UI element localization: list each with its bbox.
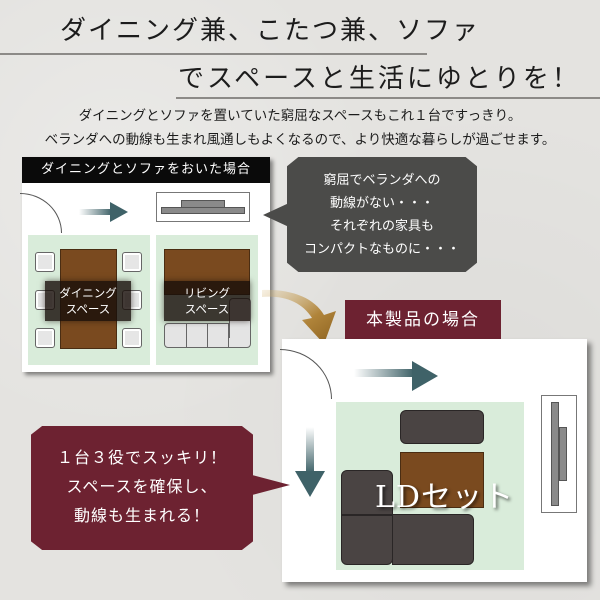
headline-line-1: ダイニング兼、こたつ兼、ソファ xyxy=(60,16,481,46)
maroon-bubble-tail xyxy=(252,475,290,495)
maroon-bubble-line-3: 動線も生まれる！ xyxy=(73,506,210,525)
ld-table-icon xyxy=(400,452,484,508)
chair-icon xyxy=(35,252,55,272)
gray-bubble-tail xyxy=(263,203,289,227)
headline-line-2: でスペースと生活にゆとりを！ xyxy=(178,64,581,94)
subtext-line-2: ベランダへの動線も生まれ風通しもよくなるので、より快適な暮らしが過ごせます。 xyxy=(44,132,556,148)
headline-rule-1 xyxy=(0,53,427,55)
door-swing-icon xyxy=(280,349,332,399)
gray-bubble-line-1: 窮屈でベランダへの xyxy=(323,173,441,188)
sofa-long-icon xyxy=(392,514,474,565)
dining-zone: ダイニング スペース xyxy=(28,235,150,365)
flow-arrow-icon xyxy=(110,202,128,222)
gray-bubble-line-2: 動線がない・・・ xyxy=(329,196,434,211)
curved-arrow-icon xyxy=(262,289,336,344)
living-zone: リビング スペース xyxy=(156,235,258,365)
bench-icon xyxy=(400,410,484,444)
ld-zone xyxy=(336,402,524,570)
living-space-label: リビング スペース xyxy=(164,281,250,321)
flow-arrow-down-shaft xyxy=(306,427,314,473)
benefit-speech-bubble: １台３役でスッキリ！ スペースを確保し、 動線も生まれる！ xyxy=(31,426,253,550)
dining-space-label: ダイニング スペース xyxy=(45,281,131,321)
maroon-bubble-line-1: １台３役でスッキリ！ xyxy=(56,448,227,467)
headline-rule-2 xyxy=(176,97,600,99)
subtext-line-1: ダイニングとソファを置いていた窮屈なスペースもこれ１台ですっきり。 xyxy=(78,108,522,124)
ld-set-label: LDセット xyxy=(375,480,514,515)
flow-arrow-down-icon xyxy=(295,471,325,497)
dining-label-line-1: ダイニング xyxy=(59,286,117,300)
chair-icon xyxy=(122,328,142,348)
chair-icon xyxy=(35,328,55,348)
dining-label-line-2: スペース xyxy=(65,302,111,316)
door-swing-icon xyxy=(20,193,62,233)
living-label-line-2: スペース xyxy=(184,302,230,316)
maroon-bubble-line-2: スペースを確保し、 xyxy=(66,477,218,496)
flow-arrow-right-icon xyxy=(412,361,438,391)
tv-stand-icon xyxy=(541,395,577,513)
flow-arrow-shaft xyxy=(79,209,112,215)
before-layout-card: ダイニングとソファをおいた場合 ダイニング スペース リビング スペース xyxy=(20,157,270,372)
chair-icon xyxy=(122,252,142,272)
gray-bubble-line-4: コンパクトなものに・・・ xyxy=(303,242,460,257)
living-label-line-1: リビング xyxy=(184,286,230,300)
after-layout-card: LDセット xyxy=(280,339,587,582)
corner-sofa-icon xyxy=(341,470,393,565)
product-case-header: 本製品の場合 xyxy=(345,300,501,340)
tv-stand-icon xyxy=(156,192,250,222)
flow-arrow-shaft xyxy=(354,369,414,377)
problem-speech-bubble: 窮屈でベランダへの 動線がない・・・ それぞれの家具も コンパクトなものに・・・ xyxy=(287,157,477,272)
gray-bubble-line-3: それぞれの家具も xyxy=(329,219,434,234)
before-card-header: ダイニングとソファをおいた場合 xyxy=(22,157,270,183)
